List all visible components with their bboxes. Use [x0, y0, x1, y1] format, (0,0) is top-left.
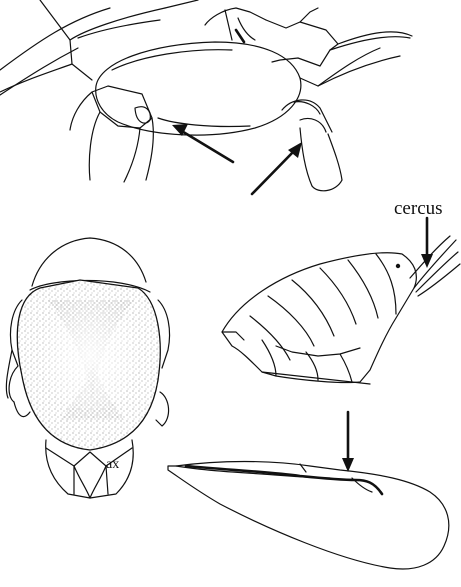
figure-wing — [168, 462, 449, 570]
figure-body-dorsal — [6, 238, 169, 498]
arrow-coxa-right — [252, 142, 302, 194]
arrow-coxa-left — [172, 124, 233, 162]
figure-thorax-lateral — [0, 0, 412, 191]
arrow-wing-vein — [342, 412, 354, 472]
label-cercus: cercus — [394, 198, 443, 219]
arrow-cercus — [421, 218, 433, 268]
label-ax: ax — [106, 457, 119, 472]
